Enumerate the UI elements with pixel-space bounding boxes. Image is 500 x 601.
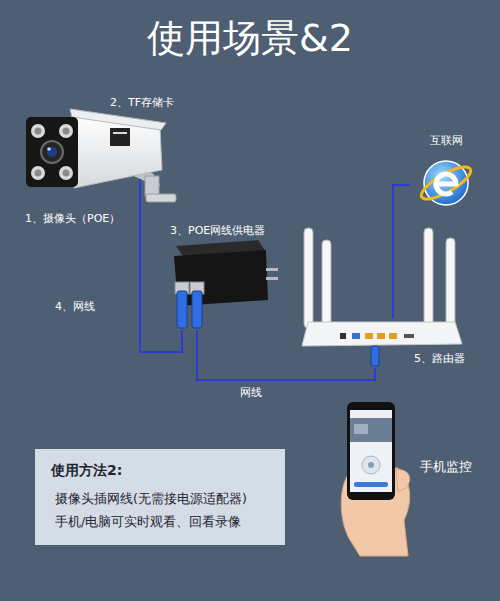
camera-drawing [26, 109, 176, 228]
usage-panel: 使用方法2: 摄像头插网线(无需接电源适配器)手机/电脑可实时观看、回看录像 [35, 449, 285, 545]
panel-heading: 使用方法2: [51, 461, 269, 479]
device-label: 5、路由器 [414, 352, 465, 366]
router-node: 5、路由器 [298, 318, 468, 368]
poe-injector-node: 3、POE网线供电器 [165, 222, 285, 330]
poe-injector-drawing [174, 240, 278, 328]
device-label: 互联网 [430, 134, 463, 148]
callout-label: 2、TF存储卡 [110, 96, 174, 110]
phone-node: 手机监控 [335, 398, 485, 558]
device-label: 手机监控 [420, 458, 472, 475]
internet-icon [417, 161, 474, 205]
device-label: 1、摄像头（POE） [25, 212, 120, 226]
cable-label: 4、网线 [55, 300, 95, 314]
camera-node: 1、摄像头（POE） [20, 112, 190, 228]
cable-label: 网线 [240, 386, 262, 400]
panel-line: 摄像头插网线(无需接电源适配器) [51, 487, 269, 510]
network-cable [140, 228, 182, 352]
network-cable [197, 330, 375, 380]
device-label: 3、POE网线供电器 [170, 224, 265, 238]
panel-line: 手机/电脑可实时观看、回看录像 [51, 510, 269, 533]
phone-drawing [341, 402, 409, 556]
router-drawing [302, 228, 462, 366]
title-text: 使用场景&2 [0, 14, 500, 62]
internet-node: 互联网 [410, 132, 482, 212]
network-cable [393, 185, 410, 318]
